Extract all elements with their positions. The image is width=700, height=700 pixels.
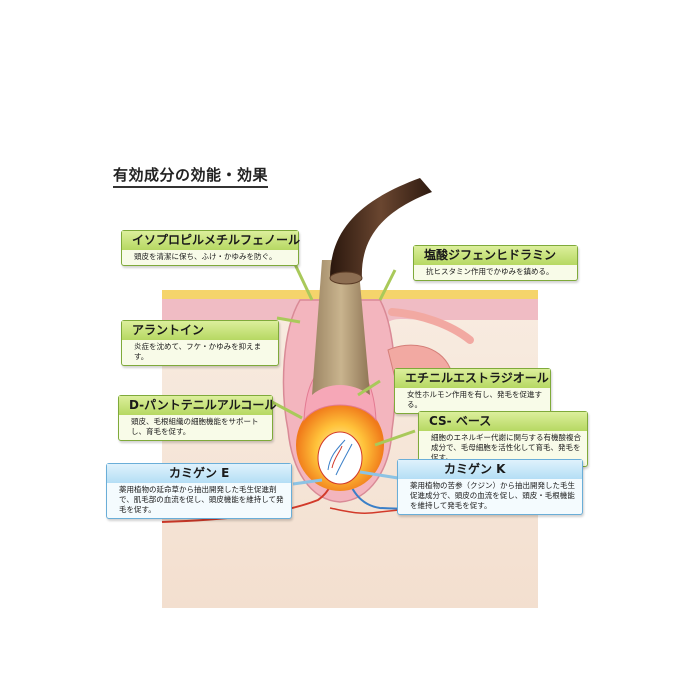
callout-description: 女性ホルモン作用を有し、発毛を促進する。 xyxy=(407,390,542,409)
erector-muscle xyxy=(388,308,474,344)
callout-allantoin: アラントイン 炎症を沈めて、フケ・かゆみを抑えます。 xyxy=(121,320,279,366)
callout-name: 塩酸ジフェンヒドラミン xyxy=(414,246,577,265)
callout-kamigen-e: カミゲン E 薬用植物の延命草から抽出開発した毛生促進剤で、肌毛部の血流を促し、… xyxy=(106,463,292,519)
callout-name: アラントイン xyxy=(122,321,278,340)
callout-description: 頭皮を清潔に保ち、ふけ・かゆみを防ぐ。 xyxy=(134,252,277,261)
callout-description: 抗ヒスタミン作用でかゆみを鎮める。 xyxy=(426,267,554,276)
dermal-papilla xyxy=(317,431,363,485)
epidermis-layer xyxy=(162,299,538,330)
hair-root xyxy=(312,260,370,395)
callout-name: D-パントテニルアルコール xyxy=(119,396,276,415)
callout-kamigen-k: カミゲン K 薬用植物の苦参（クジン）から抽出開発した毛生促進成分で、頭皮の血流… xyxy=(397,459,583,515)
capillaries xyxy=(327,439,353,476)
callout-name: カミゲン E xyxy=(107,464,291,483)
callout-cs-base: CS- ベース 細胞のエネルギー代謝に関与する有機酸複合成分で、毛母細胞を活性化… xyxy=(418,411,588,467)
blue-leader-lines xyxy=(292,470,399,486)
callout-description: 薬用植物の延命草から抽出開発した毛生促進剤で、肌毛部の血流を促し、頭皮機能を維持… xyxy=(119,485,284,514)
callout-name: CS- ベース xyxy=(419,412,587,431)
callout-description: 薬用植物の苦参（クジン）から抽出開発した毛生促進成分で、頭皮の血流を促し、頭皮・… xyxy=(410,481,575,510)
callout-name: カミゲン K xyxy=(398,460,582,479)
callout-description: 炎症を沈めて、フケ・かゆみを抑えます。 xyxy=(134,342,262,361)
callout-name: エチニルエストラジオール xyxy=(395,369,550,388)
page-title: 有効成分の効能・効果 xyxy=(113,164,269,188)
callout-description: 頭皮、毛根組織の細胞機能をサポートし、育毛を促す。 xyxy=(131,417,259,436)
callout-name: イソプロピルメチルフェノール xyxy=(122,231,300,250)
callout-diphenhydramine: 塩酸ジフェンヒドラミン 抗ヒスタミン作用でかゆみを鎮める。 xyxy=(413,245,578,281)
callout-ethinylestradiol: エチニルエストラジオール 女性ホルモン作用を有し、発毛を促進する。 xyxy=(394,368,551,414)
callout-d-panthenol: D-パントテニルアルコール 頭皮、毛根組織の細胞機能をサポートし、育毛を促す。 xyxy=(118,395,276,441)
callout-description: 細胞のエネルギー代謝に関与する有機酸複合成分で、毛母細胞を活性化して育毛、発毛を… xyxy=(431,433,581,462)
hair-shaft xyxy=(330,178,432,280)
callout-isopropylmethylphenol: イソプロピルメチルフェノール 頭皮を清潔に保ち、ふけ・かゆみを防ぐ。 xyxy=(121,230,300,266)
